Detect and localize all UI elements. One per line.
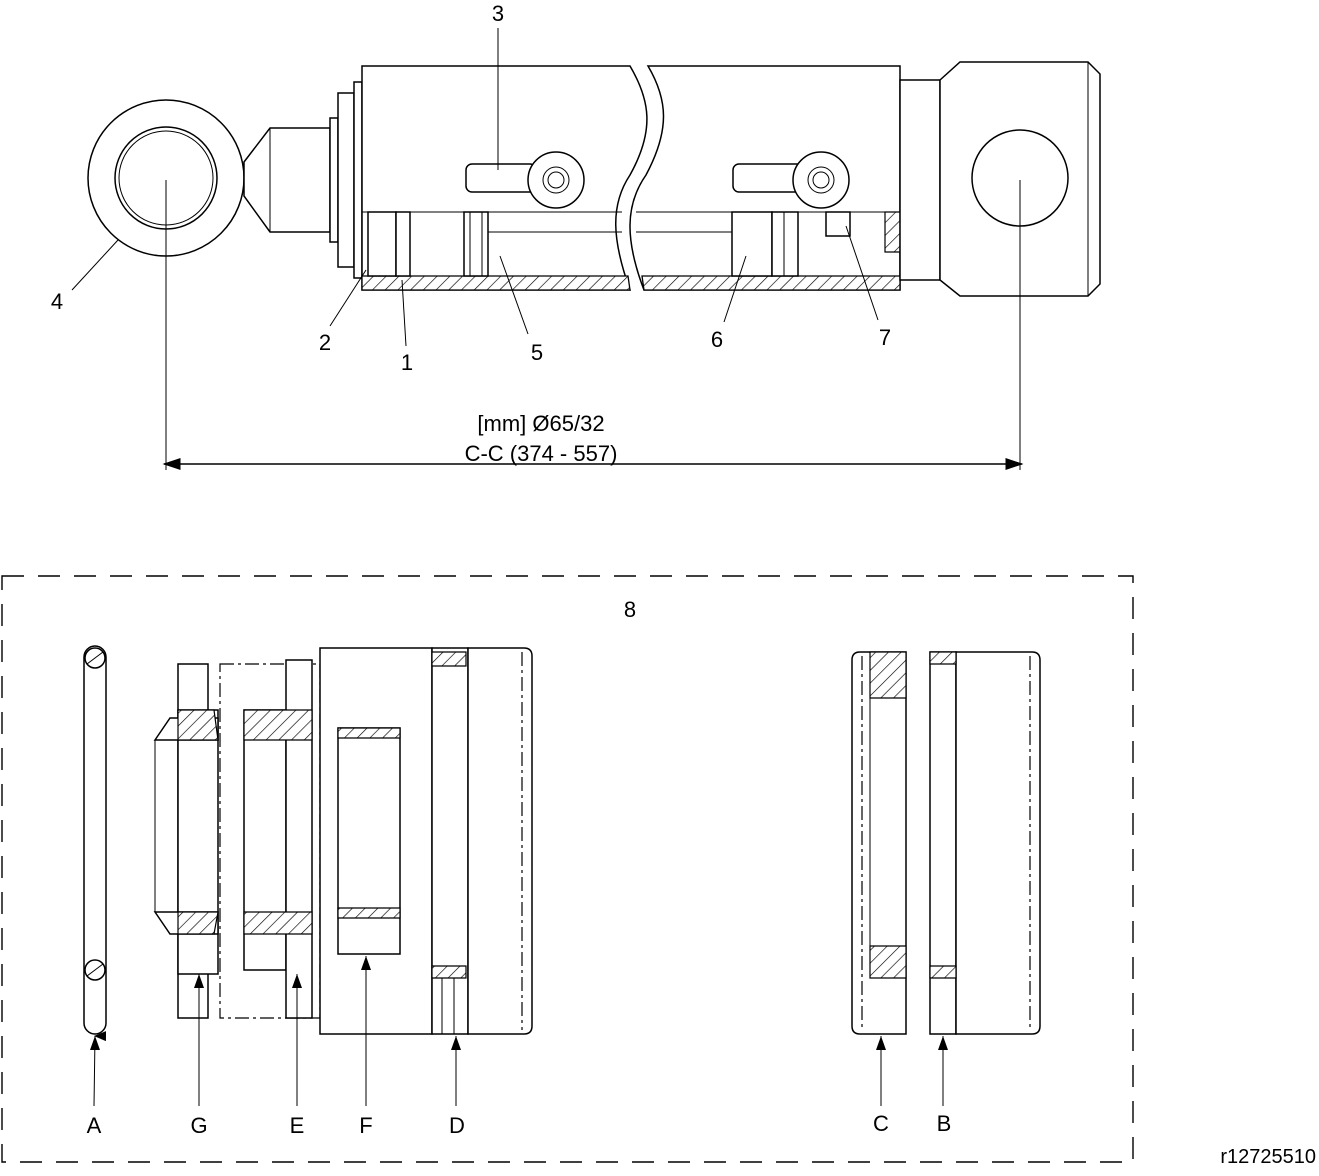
- callout-5: 5: [531, 340, 543, 365]
- rod-eye: [87, 99, 245, 257]
- gland: [329, 81, 363, 279]
- callout-8: 8: [624, 597, 636, 622]
- seal-label-g: G: [190, 1113, 207, 1138]
- seal-label-a: A: [87, 1113, 102, 1138]
- seal-label-c: C: [873, 1111, 889, 1136]
- seal-kit-frame: [1, 575, 1134, 1163]
- cylinder-tube: [361, 65, 901, 291]
- seal-f-guide: [319, 647, 433, 1035]
- seal-label-e: E: [290, 1113, 305, 1138]
- rod-neck: [243, 127, 331, 233]
- callout-6: 6: [711, 327, 723, 352]
- callout-2: 2: [319, 330, 331, 355]
- seal-leaders: [90, 956, 948, 1107]
- seal-a-oring: [83, 645, 107, 1035]
- seal-e-rodseal: [219, 659, 321, 1019]
- seal-b-wearring: [929, 651, 1041, 1035]
- base-end: [899, 61, 1101, 297]
- callout-3: 3: [492, 1, 504, 26]
- seal-label-d: D: [449, 1113, 465, 1138]
- dimension-cc: C-C (374 - 557): [465, 441, 618, 466]
- callout-1: 1: [401, 350, 413, 375]
- callout-4: 4: [51, 289, 63, 314]
- dimension-bore: [mm] Ø65/32: [477, 411, 604, 436]
- seal-g-wiper: [153, 663, 219, 1019]
- seal-label-f: F: [359, 1113, 372, 1138]
- seal-d: [431, 647, 533, 1035]
- callout-7: 7: [879, 325, 891, 350]
- cylinder-assembly: [71, 28, 1101, 470]
- seal-c-piston: [851, 651, 907, 1035]
- reference-code: r12725510: [1220, 1146, 1316, 1168]
- seal-label-b: B: [937, 1111, 952, 1136]
